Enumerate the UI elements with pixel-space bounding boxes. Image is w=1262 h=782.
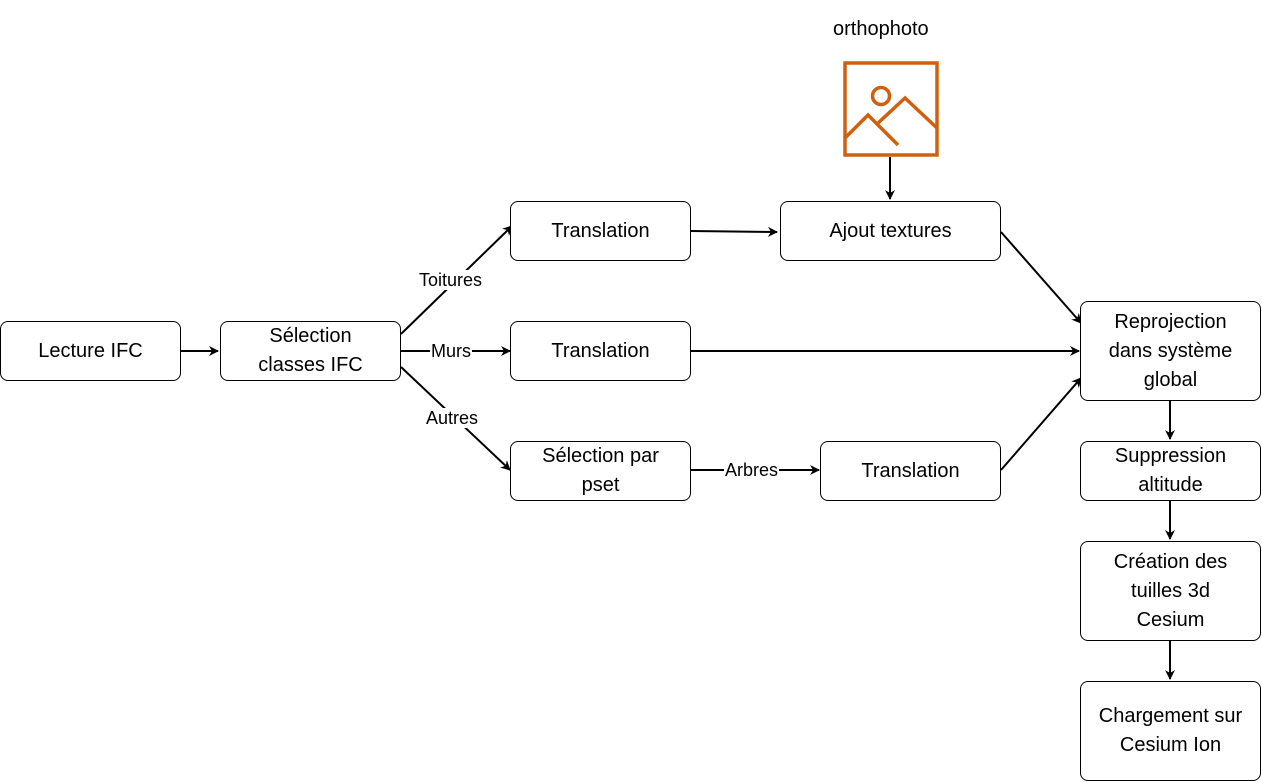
edge-label-toitures: Toitures xyxy=(418,270,484,290)
edge-label-arbres: Arbres xyxy=(724,460,780,480)
node-translation-toitures[interactable]: Translation xyxy=(510,201,691,261)
node-reprojection[interactable]: Reprojection dans système global xyxy=(1080,301,1261,401)
node-lecture-ifc[interactable]: Lecture IFC xyxy=(0,321,181,381)
node-chargement-cesium-ion[interactable]: Chargement sur Cesium Ion xyxy=(1080,681,1261,781)
image-icon xyxy=(843,61,939,157)
node-ajout-textures[interactable]: Ajout textures xyxy=(780,201,1001,261)
edge-textures-to-reprojection xyxy=(1000,231,1082,324)
node-creation-tuilles[interactable]: Création des tuilles 3d Cesium xyxy=(1080,541,1261,641)
node-selection-par-pset[interactable]: Sélection par pset xyxy=(510,441,691,501)
edge-arbres-to-reprojection xyxy=(1000,377,1082,471)
edge-translation-to-textures xyxy=(690,226,778,237)
orthophoto-label: orthophoto xyxy=(833,18,929,40)
node-suppression-altitude[interactable]: Suppression altitude xyxy=(1080,441,1261,501)
edge-label-murs: Murs xyxy=(430,341,472,361)
node-translation-arbres[interactable]: Translation xyxy=(820,441,1001,501)
node-translation-murs[interactable]: Translation xyxy=(510,321,691,381)
edge-label-autres: Autres xyxy=(425,408,480,428)
node-selection-classes-ifc[interactable]: Sélection classes IFC xyxy=(220,321,401,381)
